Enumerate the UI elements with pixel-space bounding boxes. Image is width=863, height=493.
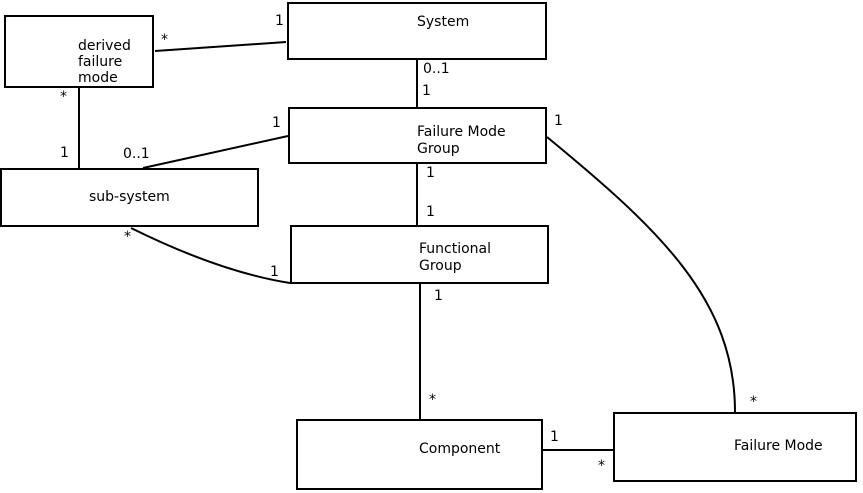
multiplicity-functional-group-end-of-subsystem-assoc: 1	[270, 264, 279, 280]
class-box-failure-mode-group: Failure Mode Group	[288, 107, 547, 164]
class-box-system: System	[287, 2, 547, 60]
multiplicity-functional-group-end-of-component-assoc: 1	[434, 288, 443, 304]
multiplicity-component-end-of-functional-group-assoc: *	[429, 392, 436, 408]
class-box-system-label: System	[417, 14, 470, 30]
multiplicity-system-end-of-fmg-assoc: 0..1	[423, 61, 450, 77]
multiplicity-system-end-of-derived-assoc: 1	[275, 13, 284, 29]
class-box-failure-mode: Failure Mode	[613, 412, 857, 482]
multiplicity-derived-end-of-system-assoc: *	[161, 32, 168, 48]
class-box-functional-group: Functional Group	[290, 225, 549, 284]
multiplicity-failure-mode-end-of-component-assoc: *	[598, 458, 605, 474]
multiplicity-subsystem-end-of-functional-group-assoc: *	[124, 229, 131, 245]
class-box-functional-group-label: Functional Group	[419, 241, 492, 274]
multiplicity-functional-group-end-of-fmg-assoc: 1	[426, 204, 435, 220]
multiplicity-component-end-of-failure-mode-assoc: 1	[550, 429, 559, 445]
connector-system-derived-failure-mode	[154, 41, 287, 52]
multiplicity-derived-end-of-subsystem-assoc: *	[60, 89, 67, 105]
class-box-failure-mode-group-label: Failure Mode Group	[417, 124, 506, 157]
multiplicity-fmg-end-of-functional-group-assoc: 1	[426, 165, 435, 181]
connector-failure-mode-group-failure-mode	[546, 136, 736, 413]
connector-failure-mode-group-sub-system	[142, 135, 289, 169]
multiplicity-fmg-end-of-subsystem-assoc: 1	[272, 115, 281, 131]
multiplicity-fmg-end-of-failure-mode-assoc: 1	[554, 113, 563, 129]
multiplicity-subsystem-end-of-fmg-assoc: 0..1	[123, 146, 150, 162]
class-box-failure-mode-label: Failure Mode	[734, 438, 823, 454]
multiplicity-subsystem-end-of-derived-assoc: 1	[60, 145, 69, 161]
class-box-derived-failure-mode: derived failure mode	[4, 15, 154, 88]
class-box-derived-failure-mode-label: derived failure mode	[78, 38, 131, 86]
class-box-sub-system: sub-system	[0, 168, 259, 227]
multiplicity-failure-mode-end-of-fmg-assoc: *	[750, 394, 757, 410]
multiplicity-fmg-end-of-system-assoc: 1	[422, 83, 431, 99]
class-box-sub-system-label: sub-system	[89, 189, 170, 205]
class-box-component-label: Component	[419, 441, 501, 457]
class-box-component: Component	[296, 419, 543, 490]
connector-sub-system-functional-group	[130, 227, 291, 284]
